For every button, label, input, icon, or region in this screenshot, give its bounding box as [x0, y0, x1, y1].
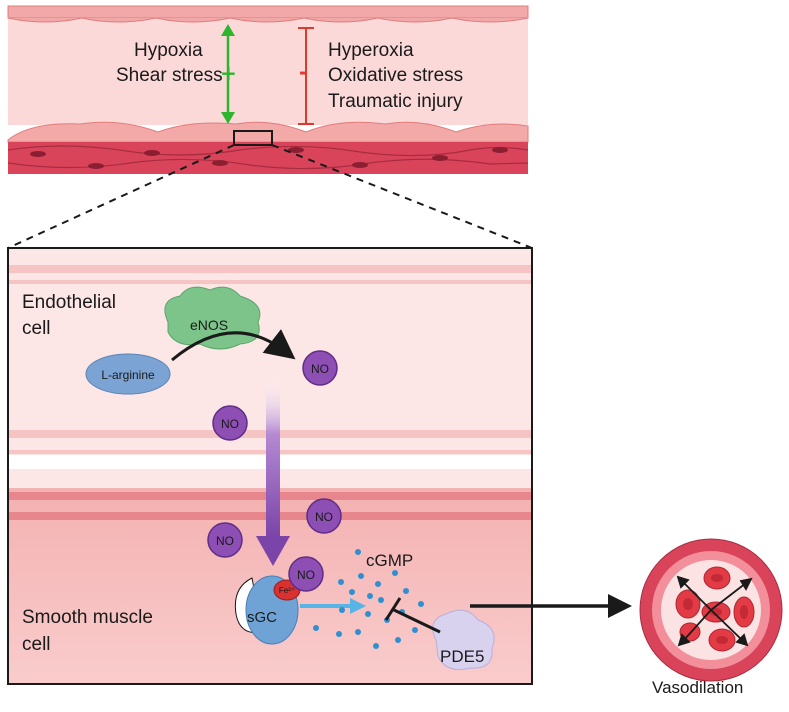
iron-label: Fe²⁺ — [279, 586, 295, 595]
smooth-muscle-strip — [7, 142, 529, 174]
diffusion-arrow-shaft — [266, 378, 280, 538]
inhibitor-bar — [298, 27, 314, 125]
inhibitor-hyperoxia: Hyperoxia — [328, 40, 414, 61]
vessel-cross-section — [639, 538, 783, 682]
inhibitor-oxidative-stress: Oxidative stress — [328, 65, 464, 86]
no-label: NO — [216, 534, 234, 548]
cgmp-production-head — [350, 598, 366, 614]
l-arginine-label: L-arginine — [101, 368, 155, 382]
promoter-shear-stress: Shear stress — [116, 65, 223, 86]
promoter-sign: + — [220, 61, 237, 85]
cgmp-dots — [313, 549, 424, 649]
pde5-label: PDE5 — [440, 647, 485, 666]
l-arginine-substrate — [85, 353, 171, 395]
no-molecule-1 — [302, 350, 338, 386]
endothelial-cell-label-line1: Endothelial — [22, 292, 117, 313]
vasodilation-arrow-head — [608, 594, 632, 618]
no-molecule-2 — [212, 405, 248, 441]
inhibition-bar — [384, 597, 402, 621]
detail-border — [7, 247, 533, 685]
vessel-strip — [7, 5, 529, 174]
smooth-muscle-label-line1: Smooth muscle — [22, 607, 153, 628]
zoom-box — [233, 130, 273, 146]
inhibitor-sign: - — [299, 60, 308, 84]
sgc-label: sGC — [247, 609, 277, 626]
top-endothelial-row — [7, 5, 529, 23]
no-molecule-4 — [207, 522, 243, 558]
promoter-hypoxia: Hypoxia — [134, 40, 203, 61]
no-label: NO — [221, 417, 239, 431]
diffusion-arrow-head — [256, 536, 290, 566]
zoom-line-left — [7, 144, 235, 249]
no-label: NO — [315, 510, 333, 524]
conversion-arrow — [171, 329, 296, 362]
endothelial-cell-label-line2: cell — [22, 318, 51, 339]
inhibition-line — [393, 608, 441, 634]
promoter-arrow — [221, 24, 235, 124]
dilation-arrows — [676, 575, 753, 647]
no-label: NO — [297, 568, 315, 582]
no-label: NO — [311, 362, 329, 376]
enos-label: eNOS — [190, 317, 228, 333]
bottom-endothelial-row — [7, 121, 529, 143]
cgmp-label: cGMP — [366, 551, 414, 570]
no-molecule-3 — [306, 498, 342, 534]
inhibitor-traumatic-injury: Traumatic injury — [328, 91, 463, 112]
pde5-enzyme — [432, 609, 495, 670]
vasodilation-label: Vasodilation — [652, 678, 744, 697]
smooth-muscle-label-line2: cell — [22, 634, 51, 655]
no-molecule-bound — [288, 556, 324, 592]
vessel-lumen — [8, 10, 528, 125]
